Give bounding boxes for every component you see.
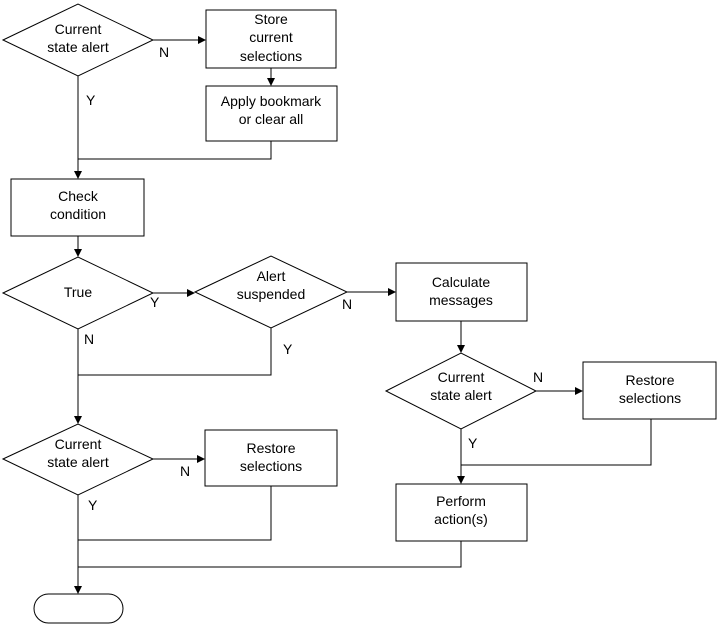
node-label: Perform: [436, 493, 486, 509]
node-label: Current: [55, 436, 102, 452]
node-label: selections: [240, 48, 302, 64]
node-label: suspended: [237, 286, 306, 302]
connectors: [74, 36, 652, 594]
edge-label-alert-left-yes: Y: [88, 497, 98, 513]
process-restore-left: Restore selections: [204, 429, 338, 487]
edge-labels: N Y Y N N Y N Y N Y: [84, 44, 543, 513]
edge-label-alert-top-yes: Y: [86, 92, 96, 108]
process-calculate-messages: Calculate messages: [395, 262, 528, 322]
process-perform-actions: Perform action(s): [395, 483, 528, 542]
connector-perform-to-end: [78, 541, 462, 568]
arrowhead: [267, 78, 275, 86]
node-label: Check: [58, 188, 99, 204]
edge-label-true-yes: Y: [150, 294, 160, 310]
process-restore-right: Restore selections: [582, 361, 717, 420]
decision-true: True: [1, 256, 155, 330]
arrowhead: [457, 476, 465, 484]
edge-label-alert-top-no: N: [159, 44, 169, 60]
connector-apply-to-merge: [78, 141, 272, 160]
node-label: state alert: [430, 387, 492, 403]
node-label: action(s): [434, 511, 488, 527]
edge-label-suspended-no: N: [342, 296, 352, 312]
arrowhead: [74, 249, 82, 257]
arrowhead: [74, 586, 82, 594]
connector-restore-right-to-merge: [461, 419, 652, 466]
node-label: condition: [50, 206, 106, 222]
node-label: Current: [55, 21, 102, 37]
decision-alert-left-bottom: Current state alert: [1, 423, 155, 496]
node-label: Restore: [246, 440, 295, 456]
node-label: state alert: [47, 39, 109, 55]
node-label: selections: [619, 390, 681, 406]
arrowhead: [388, 288, 396, 296]
node-label: Calculate: [432, 274, 491, 290]
node-label: Apply bookmark: [221, 93, 322, 109]
arrowhead: [74, 171, 82, 179]
decision-alert-right: Current state alert: [384, 352, 538, 430]
node-label: Store: [254, 11, 288, 27]
node-label: state alert: [47, 454, 109, 470]
node-label: or clear all: [239, 111, 304, 127]
node-label: selections: [240, 458, 302, 474]
arrowhead: [457, 345, 465, 353]
arrowhead: [197, 455, 205, 463]
edge-label-true-no: N: [84, 331, 94, 347]
node-label: Alert: [257, 268, 286, 284]
arrowhead: [198, 36, 206, 44]
arrowhead: [74, 416, 82, 424]
arrowhead: [575, 387, 583, 395]
connector-suspended-to-merge: [78, 328, 272, 376]
edge-label-alert-right-no: N: [533, 369, 543, 385]
decision-alert-top: Current state alert: [1, 3, 155, 77]
edge-label-alert-right-yes: Y: [468, 435, 478, 451]
process-check-condition: Check condition: [10, 178, 145, 237]
node-label: Restore: [625, 372, 674, 388]
node-label: Current: [438, 369, 485, 385]
node-label: True: [64, 284, 92, 300]
arrowhead: [187, 289, 195, 297]
connector-restore-left-to-merge: [78, 486, 272, 541]
terminator-end: [33, 593, 124, 624]
edge-label-suspended-yes: Y: [283, 341, 293, 357]
node-label: messages: [429, 292, 493, 308]
decision-alert-suspended: Alert suspended: [193, 255, 349, 329]
edge-label-alert-left-no: N: [180, 463, 190, 479]
node-label: current: [249, 29, 293, 45]
process-apply-bookmark: Apply bookmark or clear all: [205, 85, 338, 142]
process-store-selections: Store current selections: [205, 9, 337, 69]
